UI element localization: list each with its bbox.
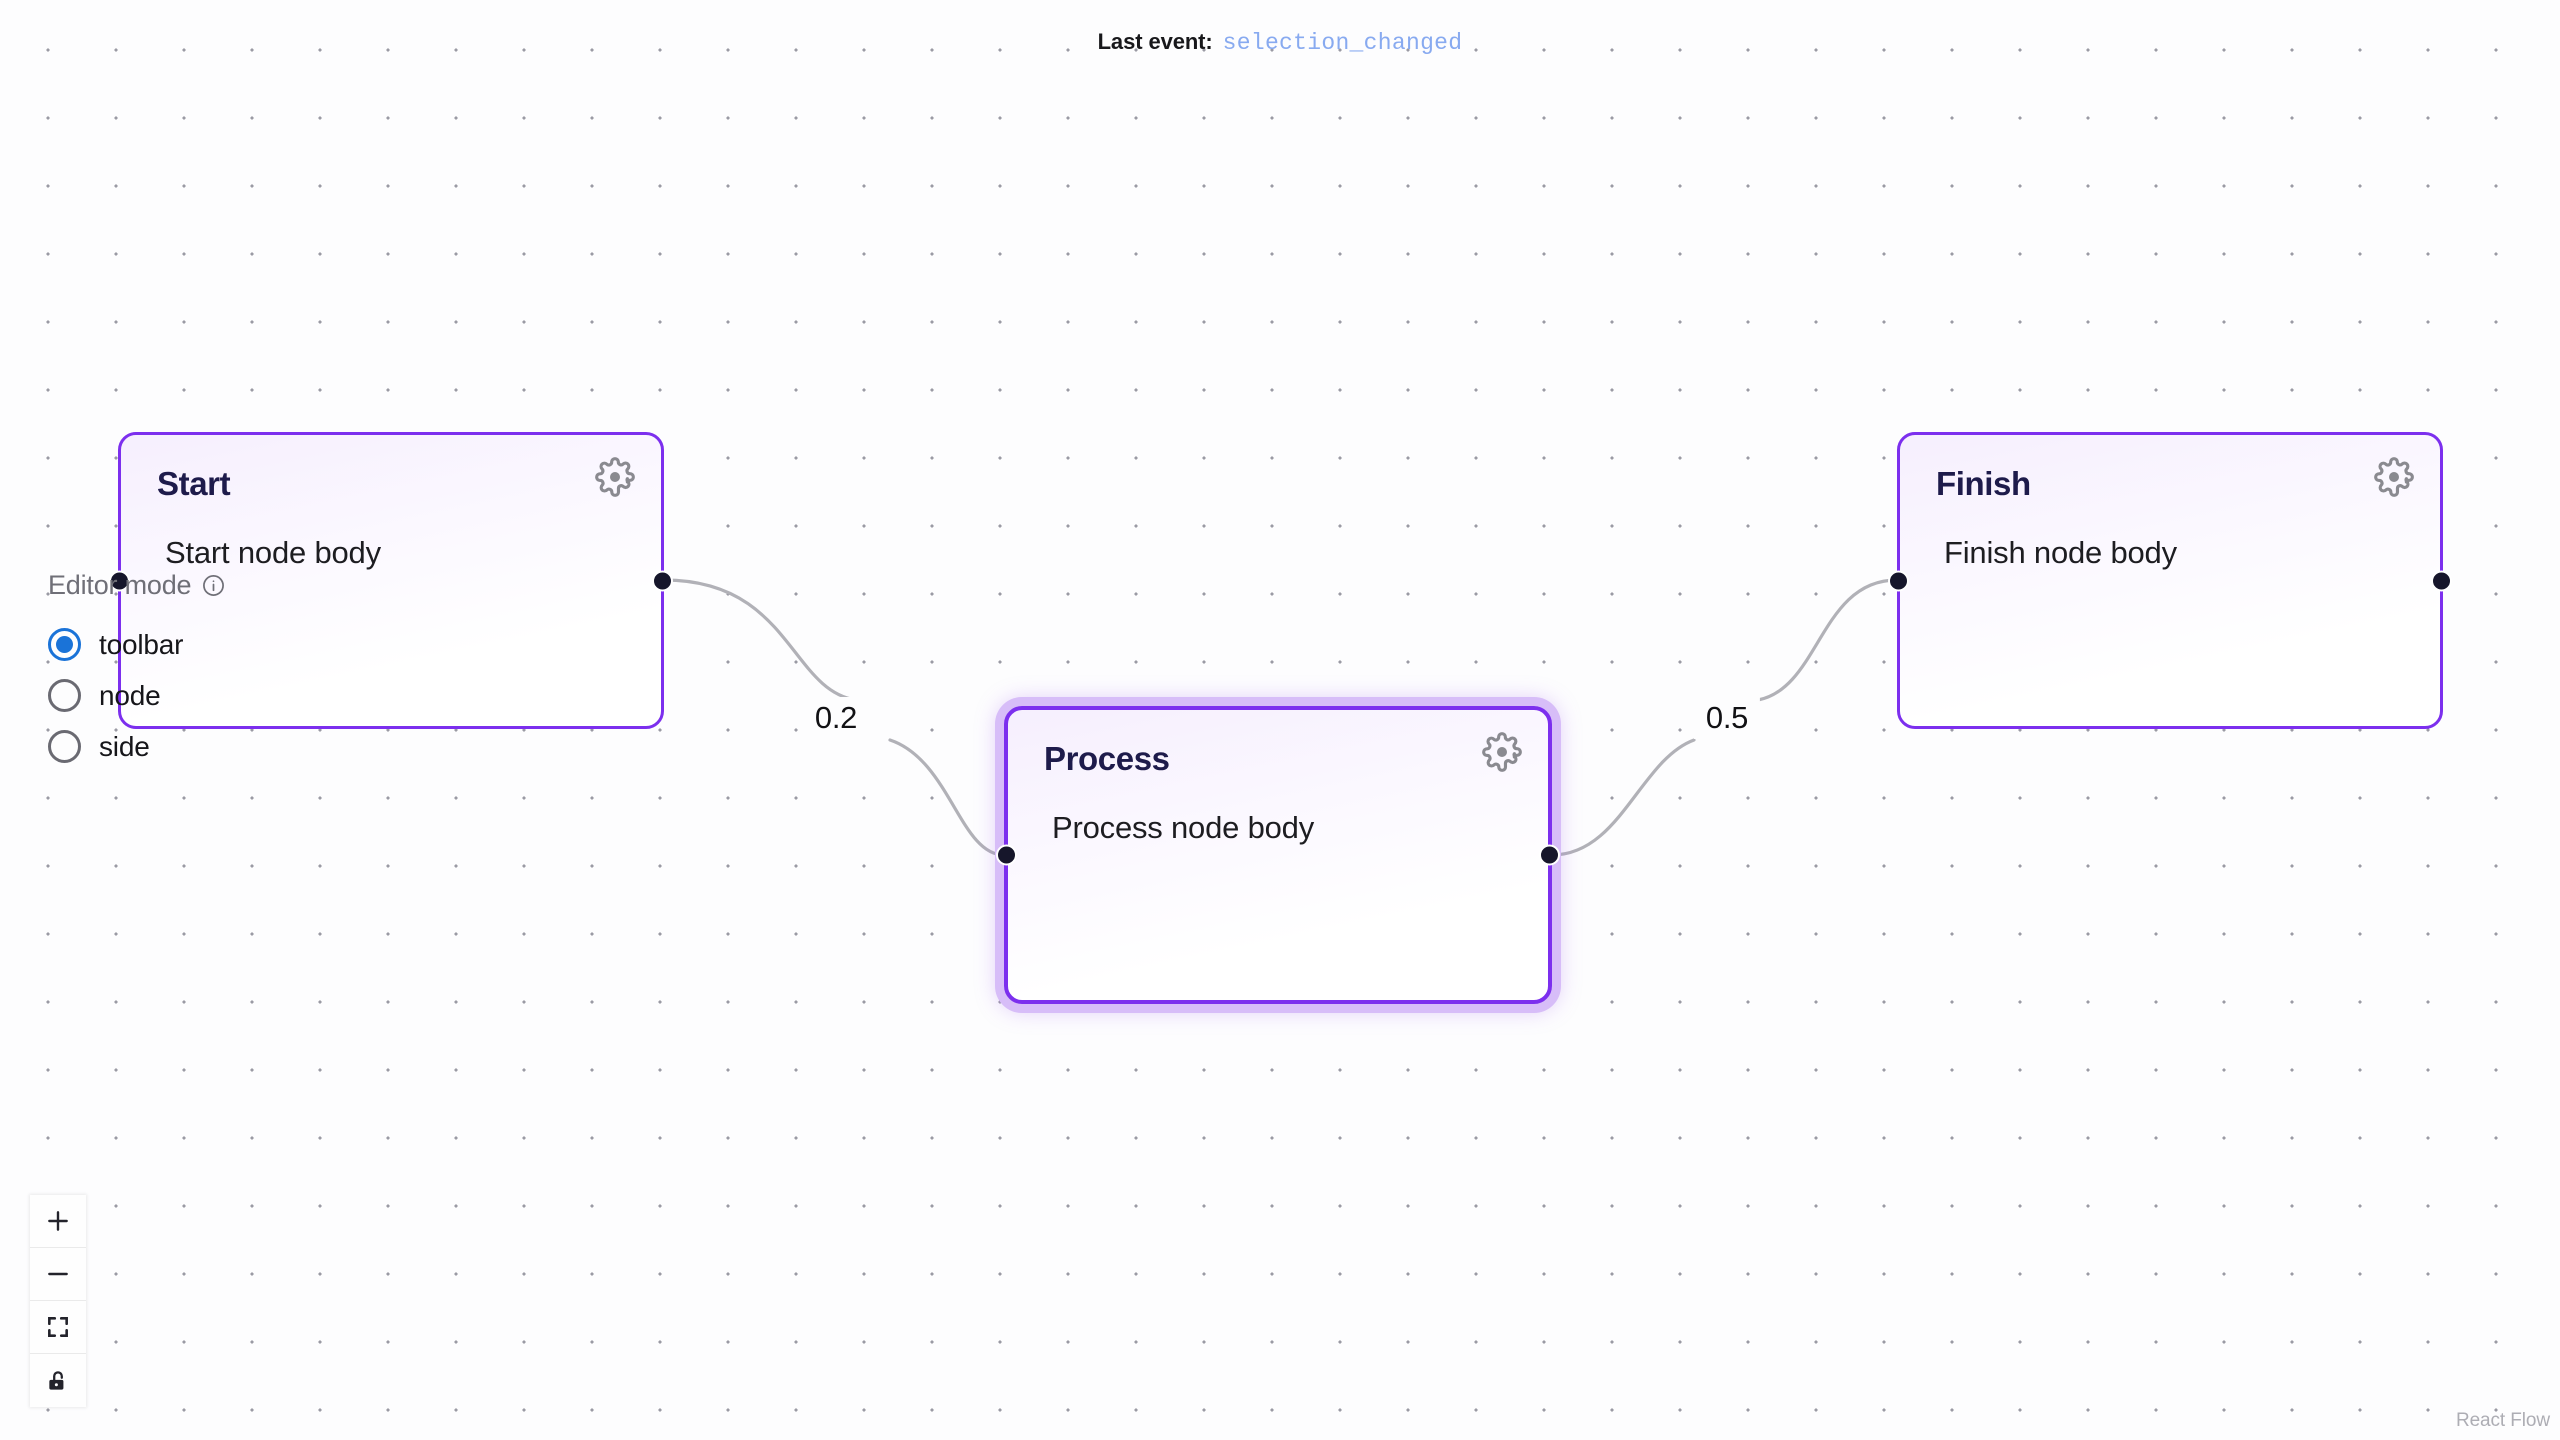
edge-process-finish-segment-a <box>1550 738 1696 857</box>
fit-view-button[interactable] <box>30 1301 86 1354</box>
editor-mode-option-node[interactable]: node <box>48 670 225 721</box>
radio-toolbar[interactable] <box>48 628 81 661</box>
react-flow-attribution[interactable]: React Flow <box>2455 1410 2550 1431</box>
node-start-handle-right[interactable] <box>652 570 673 591</box>
last-event-label: Last event: <box>1097 28 1213 54</box>
node-process-body: Process node body <box>1052 810 1314 845</box>
editor-mode-option-node-label: node <box>99 679 161 711</box>
radio-side[interactable] <box>48 730 81 763</box>
node-start-handle-left[interactable] <box>109 570 130 591</box>
editor-mode-panel: Editor mode toolbar node side <box>48 570 225 772</box>
edge-start-process-segment-a <box>662 578 858 702</box>
radio-node[interactable] <box>48 679 81 712</box>
plus-icon <box>45 1208 71 1234</box>
editor-mode-header: Editor mode <box>48 570 225 601</box>
editor-mode-option-side[interactable]: side <box>48 721 225 772</box>
info-circle-icon[interactable] <box>202 574 225 597</box>
editor-mode-option-toolbar[interactable]: toolbar <box>48 619 225 670</box>
flow-controls <box>30 1195 86 1407</box>
editor-mode-title: Editor mode <box>48 570 192 600</box>
node-process-title: Process <box>1044 740 1170 777</box>
node-finish-title: Finish <box>1936 465 2031 502</box>
node-finish-handle-right[interactable] <box>2431 570 2452 591</box>
node-process[interactable]: Process Process node body <box>996 706 1560 1004</box>
gear-icon[interactable] <box>1482 732 1522 772</box>
toggle-interactivity-button[interactable] <box>30 1354 86 1407</box>
gear-icon[interactable] <box>595 457 635 497</box>
node-finish[interactable]: Finish Finish node body <box>1888 432 2452 729</box>
node-process-handle-left[interactable] <box>996 844 1017 866</box>
node-finish-handle-left[interactable] <box>1888 570 1909 591</box>
zoom-out-button[interactable] <box>30 1248 86 1301</box>
edge-start-process-segment-b <box>888 738 1006 857</box>
node-start-body: Start node body <box>165 535 381 570</box>
node-finish-body: Finish node body <box>1944 535 2177 570</box>
editor-mode-option-side-label: side <box>99 730 150 762</box>
minus-icon <box>45 1261 71 1287</box>
editor-mode-option-toolbar-label: toolbar <box>99 628 184 660</box>
last-event-bar: Last event: selection_changed <box>0 0 2560 84</box>
gear-icon[interactable] <box>2374 457 2414 497</box>
edge-label-process-finish[interactable]: 0.5 <box>1693 697 1761 739</box>
last-event-value: selection_changed <box>1222 29 1463 56</box>
edge-process-finish-segment-b <box>1756 578 1899 702</box>
fit-view-icon <box>45 1314 71 1340</box>
node-process-handle-right[interactable] <box>1539 844 1560 866</box>
node-start[interactable]: Start Start node body <box>109 432 673 729</box>
edge-label-start-process[interactable]: 0.2 <box>802 697 870 739</box>
node-start-title: Start <box>157 465 231 502</box>
zoom-in-button[interactable] <box>30 1195 86 1248</box>
unlock-icon <box>45 1368 71 1394</box>
